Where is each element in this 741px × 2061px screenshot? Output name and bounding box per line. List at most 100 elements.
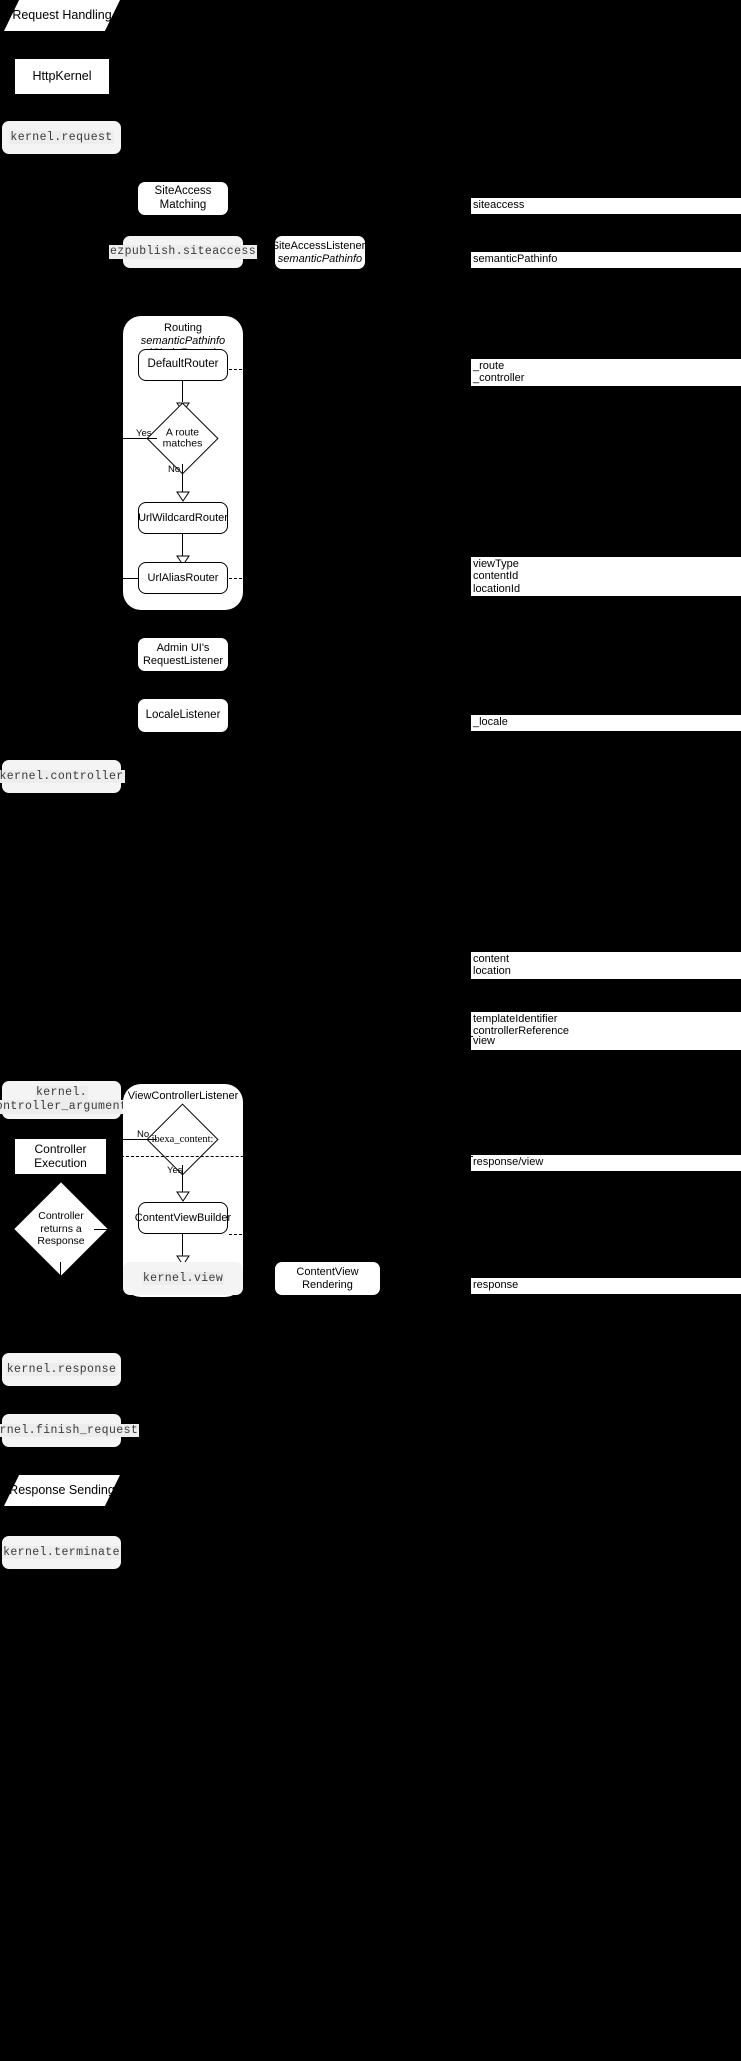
connector-route-no-down: [182, 464, 183, 496]
connector-response-to-finish: [60, 1386, 61, 1413]
edge-label-ibexa-yes: Yes: [167, 1165, 183, 1176]
attr-route-line-1: _route: [473, 360, 505, 372]
connector-httpkernel-to-kernel-request: [60, 94, 61, 121]
route-matches-line-1: A route: [165, 425, 200, 438]
attr-controller-line-2: _controller: [473, 372, 525, 385]
contentview-rendering-label: ContentView Rendering: [296, 1265, 359, 1291]
event-kernel-view-box[interactable]: kernel.view: [123, 1262, 243, 1295]
connector-viewctrl-down: [183, 1297, 184, 1306]
event-ezpublish-siteaccess[interactable]: ezpublish.siteaccess: [108, 236, 258, 268]
node-default-router[interactable]: DefaultRouter: [138, 349, 228, 381]
leader-response: [380, 1278, 473, 1279]
node-locale-listener[interactable]: LocaleListener: [138, 699, 228, 732]
attr-semantic-pathinfo-line-1: semanticPathinfo: [473, 253, 558, 265]
routing-title-em: semanticPathinfo: [140, 334, 226, 347]
routing-title-prefix: Routing: [164, 322, 202, 334]
connector-locale-down: [183, 732, 184, 746]
attr-siteaccess-line-1: siteaccess: [473, 199, 525, 211]
connector-siteaccess-matching-to-event: [183, 215, 184, 236]
attr-response-view: response/view: [471, 1155, 741, 1171]
node-siteaccess-listener[interactable]: SiteAccessListener: semanticPathinfo: [272, 236, 368, 269]
leader-semantic-pathinfo: [365, 252, 473, 253]
connector-ezpublish-to-routing: [183, 268, 184, 316]
event-kernel-response-label: kernel.response: [5, 1362, 118, 1377]
crr-line-1: Controller: [38, 1210, 84, 1223]
event-kernel-terminate-label: kernel.terminate: [2, 1545, 121, 1560]
siteaccess-listener-label-2: semanticPathinfo: [277, 252, 363, 265]
arrowhead-urlalias: [176, 555, 190, 566]
crr-line-2: returns a: [40, 1222, 82, 1235]
attr-response-line-1: response: [473, 1279, 519, 1291]
event-kernel-controller-arguments[interactable]: kernel. controller_arguments: [0, 1081, 136, 1119]
attr-content-line-1: content: [473, 953, 510, 965]
admin-ui-request-listener-label-1: Admin UI's: [156, 641, 210, 654]
node-response-sending[interactable]: Response Sending: [4, 1475, 120, 1506]
event-kernel-response[interactable]: kernel.response: [2, 1353, 121, 1386]
decision-controller-returns-response[interactable]: Controller returns a Response: [14, 1182, 108, 1276]
node-admin-ui-request-listener[interactable]: Admin UI's RequestListener: [138, 638, 228, 671]
node-request-handling[interactable]: Request Handling: [4, 0, 120, 31]
attr-semantic-pathinfo: semanticPathinfo: [471, 252, 741, 268]
connector-decision-to-kernel-view: [94, 1229, 122, 1230]
event-kernel-controller[interactable]: kernel.controller: [0, 760, 125, 793]
node-contentview-rendering[interactable]: ContentView Rendering: [275, 1262, 380, 1295]
attr-response-view-line-1: response/view: [473, 1156, 544, 1168]
attr-view: view: [471, 1034, 741, 1050]
connector-routing-to-adminui: [183, 610, 184, 638]
node-controller-execution[interactable]: Controller Execution: [15, 1139, 106, 1174]
connector-decision-to-kernel-response: [60, 1262, 61, 1352]
content-view-builder-label: ContentViewBuilder: [134, 1211, 232, 1224]
spine-kernel-controller-down: [60, 793, 61, 1084]
arrowhead-viewmatching: [176, 1255, 190, 1266]
node-http-kernel[interactable]: HttpKernel: [15, 59, 109, 94]
event-kernel-request-label: kernel.request: [9, 130, 114, 145]
parallelogram-shape: [4, 1475, 120, 1506]
connector-viewctrl-to-spine: [60, 1306, 184, 1307]
arrowhead-contentviewbuilder: [176, 1191, 190, 1202]
event-kernel-controller-label: kernel.controller: [0, 769, 125, 784]
controller-returns-response-label: Controller returns a Response: [28, 1210, 94, 1248]
locale-listener-label: LocaleListener: [145, 708, 221, 721]
event-kernel-finish-request[interactable]: kernel.finish_request: [0, 1414, 140, 1447]
leader-locale: [228, 715, 473, 716]
route-matches-line-2: matches: [162, 437, 203, 450]
http-kernel-label: HttpKernel: [32, 69, 92, 84]
node-content-view-builder[interactable]: ContentViewBuilder: [134, 1202, 232, 1234]
node-url-alias-router[interactable]: UrlAliasRouter: [138, 562, 228, 594]
connector-decision-to-kernel-view-v: [122, 1229, 123, 1261]
connector-route-yes-left: [109, 438, 157, 439]
decision-ibexa-content[interactable]: ibexa_content:: [146, 1103, 219, 1176]
event-kernel-request[interactable]: kernel.request: [2, 121, 121, 154]
event-kernel-view-label: kernel.view: [141, 1271, 225, 1286]
attr-viewtype-line-1: viewType: [473, 558, 519, 570]
event-kernel-terminate[interactable]: kernel.terminate: [2, 1536, 121, 1569]
siteaccess-matching-label: SiteAccess Matching: [154, 185, 212, 211]
node-siteaccess-matching[interactable]: SiteAccess Matching: [138, 182, 228, 215]
node-url-wildcard-router[interactable]: UrlWildcardRouter: [138, 502, 228, 534]
connector-kernelview-to-contentview: [243, 1278, 275, 1279]
connector-defaultrouter-to-decision: [182, 381, 183, 409]
attr-locale-line-1: _locale: [473, 716, 508, 728]
leader-view-attr: [229, 1036, 473, 1037]
connector-locale-to-spine: [60, 746, 184, 747]
event-kernel-finish-request-label: kernel.finish_request: [0, 1423, 140, 1438]
a-route-matches-label: A route matches: [135, 425, 230, 451]
parallelogram-shape: [4, 0, 120, 31]
connector-request-to-httpkernel: [60, 31, 61, 58]
decision-a-route-matches[interactable]: A route matches: [146, 402, 219, 475]
request-handling-label: Request Handling: [12, 8, 112, 23]
url-wildcard-router-label: UrlWildcardRouter: [138, 511, 228, 524]
container-routing: Routing semanticPathinfo (ChainRouter) D…: [109, 316, 243, 610]
leader-content-location: [229, 1234, 473, 1235]
edge-label-route-no: No: [168, 464, 181, 475]
attr-route-controller: _route _controller: [471, 359, 741, 386]
attr-view-line-1: view: [473, 1035, 496, 1047]
branch-to-siteaccess-matching: [60, 184, 139, 185]
attr-response: response: [471, 1278, 741, 1294]
view-controller-container-title: ViewControllerListener: [127, 1090, 239, 1102]
attr-location-line-2: location: [473, 965, 511, 978]
connector-finish-to-response-sending: [60, 1447, 61, 1474]
leader-route-controller: [229, 369, 473, 370]
attr-locale: _locale: [471, 715, 741, 731]
